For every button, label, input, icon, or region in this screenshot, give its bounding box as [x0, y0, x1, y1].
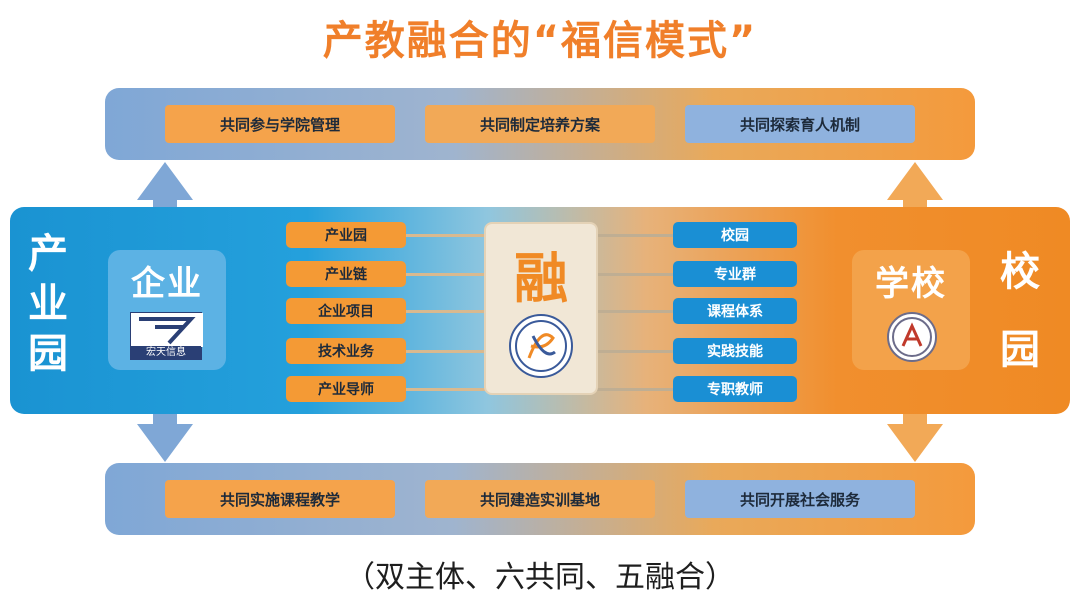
right-item-1: 校园: [673, 222, 797, 248]
school-label: 学校: [875, 264, 947, 304]
bottom-pill-2: 共同建造实训基地: [425, 480, 655, 518]
bottom-pill-3: 共同开展社会服务: [685, 480, 915, 518]
left-connector-4: [406, 350, 486, 353]
right-item-3: 课程体系: [673, 298, 797, 324]
top-band: 共同参与学院管理 共同制定培养方案 共同探索育人机制: [105, 88, 975, 160]
left-item-2: 产业链: [286, 261, 406, 287]
right-connector-3: [597, 310, 673, 313]
left-connector-5: [406, 388, 486, 391]
left-connector-1: [406, 234, 486, 237]
left-item-5: 产业导师: [286, 376, 406, 402]
right-connector-1: [597, 234, 673, 237]
bottom-band: 共同实施课程教学 共同建造实训基地 共同开展社会服务: [105, 463, 975, 535]
left-connector-2: [406, 273, 486, 276]
right-connector-2: [597, 273, 673, 276]
enterprise-logo-icon: [131, 313, 203, 347]
enterprise-logo-caption: 宏天信息: [131, 346, 201, 359]
right-item-5: 专职教师: [673, 376, 797, 402]
right-side-char-1: 校: [1000, 249, 1040, 295]
left-vertical-arrow: [137, 162, 193, 462]
left-side-char-3: 园: [28, 331, 68, 377]
bottom-pill-1: 共同实施课程教学: [165, 480, 395, 518]
school-box: 学校: [852, 250, 970, 370]
top-pill-2: 共同制定培养方案: [425, 105, 655, 143]
top-pill-3: 共同探索育人机制: [685, 105, 915, 143]
school-logo-icon: [887, 312, 937, 362]
right-item-2: 专业群: [673, 261, 797, 287]
center-box: 融: [484, 222, 598, 395]
subtitle: （双主体、六共同、五融合）: [345, 560, 735, 595]
right-side-char-2: 园: [1000, 327, 1040, 373]
top-pill-1: 共同参与学院管理: [165, 105, 395, 143]
enterprise-logo: 宏天信息: [130, 312, 203, 360]
left-item-3: 企业项目: [286, 298, 406, 324]
left-item-4: 技术业务: [286, 338, 406, 364]
left-connector-3: [406, 310, 486, 313]
left-item-1: 产业园: [286, 222, 406, 248]
right-item-4: 实践技能: [673, 338, 797, 364]
right-connector-5: [597, 388, 673, 391]
left-side-char-2: 业: [28, 281, 68, 327]
center-logo-icon: [509, 314, 573, 378]
left-side-char-1: 产: [28, 231, 68, 277]
right-vertical-arrow: [887, 162, 943, 462]
center-char: 融: [514, 247, 568, 310]
enterprise-box: 企业 宏天信息: [108, 250, 226, 370]
right-connector-4: [597, 350, 673, 353]
page-title: 产教融合的“福信模式”: [322, 18, 758, 64]
enterprise-label: 企业: [131, 264, 203, 304]
